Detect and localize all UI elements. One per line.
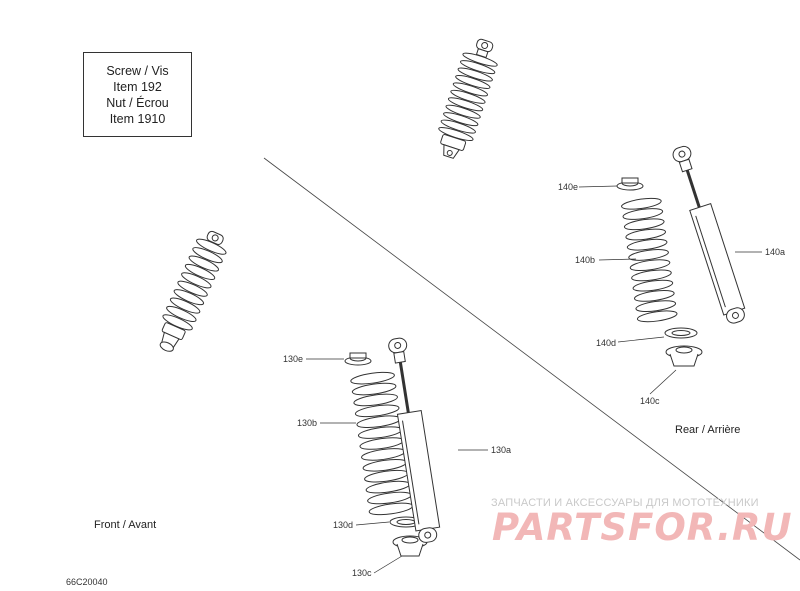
- spring-coil-turn: [447, 97, 484, 112]
- callout-140b: 140b: [575, 255, 596, 265]
- spring-coil-turn: [457, 67, 493, 82]
- assembled-shock-left: [159, 230, 227, 352]
- callout-130d: 130d: [333, 520, 354, 530]
- callout-140c: 140c: [640, 396, 660, 406]
- divider-line: [263, 157, 800, 561]
- front-collar-130c: [392, 535, 428, 557]
- spring-coil-turn: [184, 263, 216, 280]
- rear-spring-140b: [621, 197, 678, 323]
- spring-coil-turn: [196, 238, 227, 255]
- spring-coil-turn: [634, 289, 675, 302]
- spring-coil-turn: [181, 272, 212, 289]
- spring-coil-turn: [632, 279, 674, 292]
- watermark-brand: PARTSFOR.RU: [492, 506, 793, 549]
- note-line-nut: Nut / Écrou: [106, 95, 169, 110]
- spring-coil-turn: [440, 119, 476, 134]
- callout-130a: 130a: [491, 445, 512, 455]
- spring-coil-turn: [459, 60, 496, 75]
- note-box: Screw / Vis Item 192 Nut / Écrou Item 19…: [83, 52, 192, 137]
- spring-coil-turn: [631, 269, 672, 282]
- front-damper-130a: [388, 337, 441, 543]
- spring-coil-turn: [166, 305, 197, 322]
- spring-coil-turn: [188, 255, 220, 272]
- callout-130e: 130e: [283, 354, 304, 364]
- callout-140e: 140e: [558, 182, 579, 192]
- spring-coil-turn: [354, 404, 400, 418]
- spring-coil-turn: [629, 259, 671, 272]
- spring-coil-turn: [622, 208, 664, 220]
- rear-seat-140e: [616, 177, 644, 191]
- spring-coil-turn: [626, 238, 668, 251]
- spring-coil-turn: [177, 280, 208, 297]
- caption-rear: Rear / Arrière: [675, 424, 741, 436]
- spring-coil-turn: [443, 112, 479, 127]
- spring-coil-turn: [455, 74, 491, 89]
- note-line-item-192: Item 192: [113, 79, 162, 94]
- rear-damper-140a: [672, 145, 746, 324]
- spring-coil-turn: [353, 393, 398, 407]
- spring-coil-turn: [452, 82, 489, 97]
- note-line-screw: Screw / Vis: [106, 63, 169, 78]
- spring-coil-turn: [462, 52, 498, 67]
- caption-front: Front / Avant: [94, 519, 157, 531]
- watermark-tagline: ЗАПЧАСТИ И АКСЕССУАРЫ ДЛЯ МОТОТЕХНИКИ: [491, 497, 759, 509]
- spring-coil-turn: [173, 289, 205, 306]
- note-line-item-1910: Item 1910: [109, 111, 166, 126]
- spring-coil-turn: [625, 228, 667, 241]
- callout-140d: 140d: [596, 338, 617, 348]
- spring-coil-turn: [450, 89, 486, 104]
- rear-collar-140c: [665, 345, 703, 367]
- spring-coil-turn: [350, 371, 395, 385]
- drawing-code: 66C20040: [66, 577, 108, 587]
- spring-coil-turn: [169, 297, 201, 314]
- rear-washer-140d: [664, 327, 698, 339]
- leader-lines: [306, 185, 762, 574]
- spring-coil-turn: [445, 104, 481, 119]
- spring-coil-turn: [621, 197, 662, 210]
- spring-coil-turn: [623, 218, 665, 231]
- spring-coil-turn: [351, 382, 397, 396]
- callout-130b: 130b: [297, 418, 318, 428]
- spring-coil-turn: [628, 249, 669, 261]
- assembled-shock-top: [438, 38, 498, 159]
- front-seat-130e: [344, 352, 372, 366]
- spring-coil-turn: [635, 300, 677, 312]
- spring-coil-turn: [636, 310, 678, 323]
- callout-130c: 130c: [352, 568, 372, 578]
- callout-140a: 140a: [765, 247, 786, 257]
- spring-coil-turn: [192, 247, 223, 264]
